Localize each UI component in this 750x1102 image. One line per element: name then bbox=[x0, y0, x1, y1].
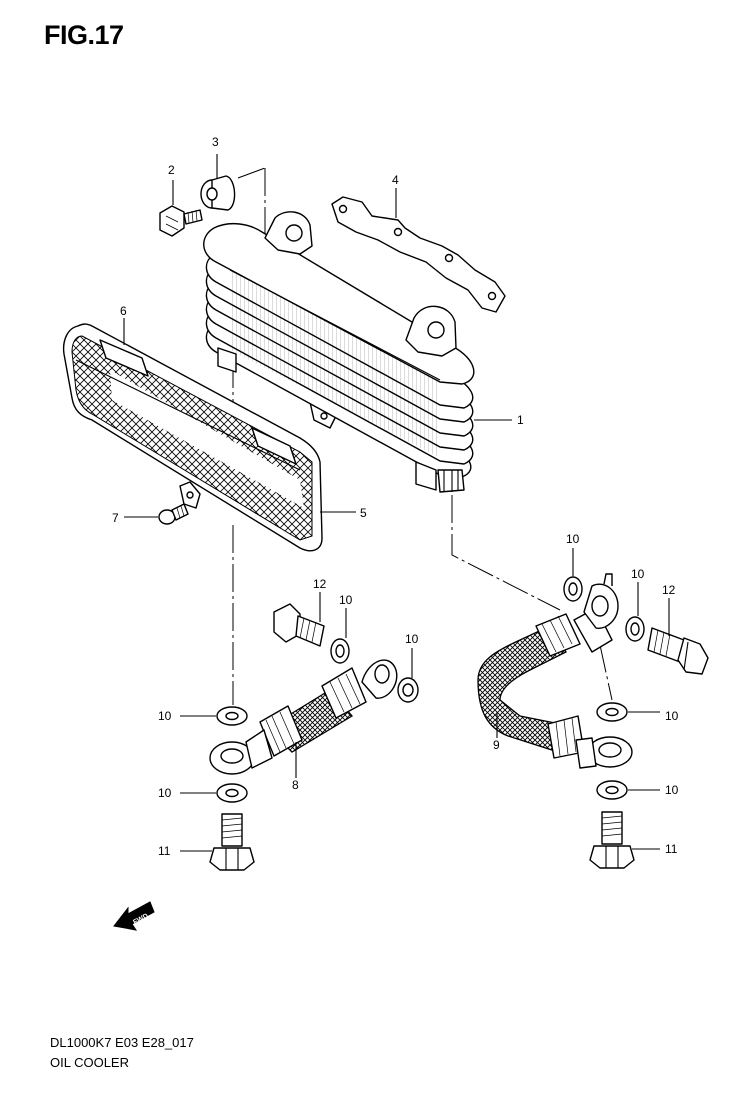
grommet-part-3 bbox=[200, 175, 236, 211]
oil-cooler-guard-part-5 bbox=[62, 323, 323, 552]
callout-10-b: 10 bbox=[631, 567, 645, 581]
screw-part-7 bbox=[158, 503, 189, 525]
callout-4: 4 bbox=[392, 173, 399, 187]
gaskets-part-10 bbox=[216, 576, 645, 803]
callout-6: 6 bbox=[120, 304, 127, 318]
figure-title: FIG.17 bbox=[44, 20, 124, 50]
gasket-upper-right-2 bbox=[625, 616, 645, 642]
gasket-left-lower bbox=[216, 783, 248, 803]
oil-cooler-core-part-1 bbox=[203, 211, 475, 493]
callout-10-c: 10 bbox=[339, 593, 353, 607]
gasket-mid-left-2 bbox=[397, 677, 419, 703]
union-bolt-part-12-right bbox=[647, 627, 709, 675]
bolt-part-2 bbox=[159, 205, 203, 237]
union-bolt-part-11-left bbox=[209, 813, 255, 871]
diagram-title: OIL COOLER bbox=[50, 1055, 129, 1070]
callout-11-a: 11 bbox=[158, 844, 171, 858]
leader-lines bbox=[123, 154, 670, 852]
callout-labels: 1 2 3 4 5 6 7 8 9 10 10 10 10 10 10 10 1… bbox=[112, 135, 679, 858]
callout-1: 1 bbox=[517, 413, 524, 427]
gasket-right-upper bbox=[596, 702, 628, 722]
callout-11-b: 11 bbox=[665, 842, 678, 856]
callout-3: 3 bbox=[212, 135, 219, 149]
gasket-left-upper bbox=[216, 706, 248, 726]
gasket-right-lower bbox=[596, 780, 628, 800]
grommet-part-6 bbox=[99, 339, 297, 465]
bracket-part-4 bbox=[331, 196, 506, 313]
callout-10-a: 10 bbox=[566, 532, 580, 546]
gasket-mid-left-1 bbox=[330, 638, 350, 664]
callout-10-h: 10 bbox=[665, 783, 679, 797]
model-code: DL1000K7 E03 E28_017 bbox=[50, 1035, 194, 1050]
callout-10-d: 10 bbox=[405, 632, 419, 646]
fwd-arrow-icon: FWD bbox=[113, 901, 155, 931]
union-bolt-part-12-left bbox=[273, 603, 325, 647]
gasket-upper-right-1 bbox=[563, 576, 583, 602]
hose-part-9 bbox=[477, 573, 633, 769]
callout-7: 7 bbox=[112, 511, 119, 525]
callout-8: 8 bbox=[292, 778, 299, 792]
callout-5: 5 bbox=[360, 506, 367, 520]
callout-9: 9 bbox=[493, 738, 500, 752]
callout-2: 2 bbox=[168, 163, 175, 177]
callout-10-e: 10 bbox=[158, 709, 172, 723]
union-bolt-part-11-right bbox=[589, 811, 635, 869]
callout-10-f: 10 bbox=[158, 786, 172, 800]
hose-part-8 bbox=[209, 659, 398, 775]
callout-10-g: 10 bbox=[665, 709, 679, 723]
callout-12-a: 12 bbox=[313, 577, 327, 591]
callout-12-b: 12 bbox=[662, 583, 676, 597]
